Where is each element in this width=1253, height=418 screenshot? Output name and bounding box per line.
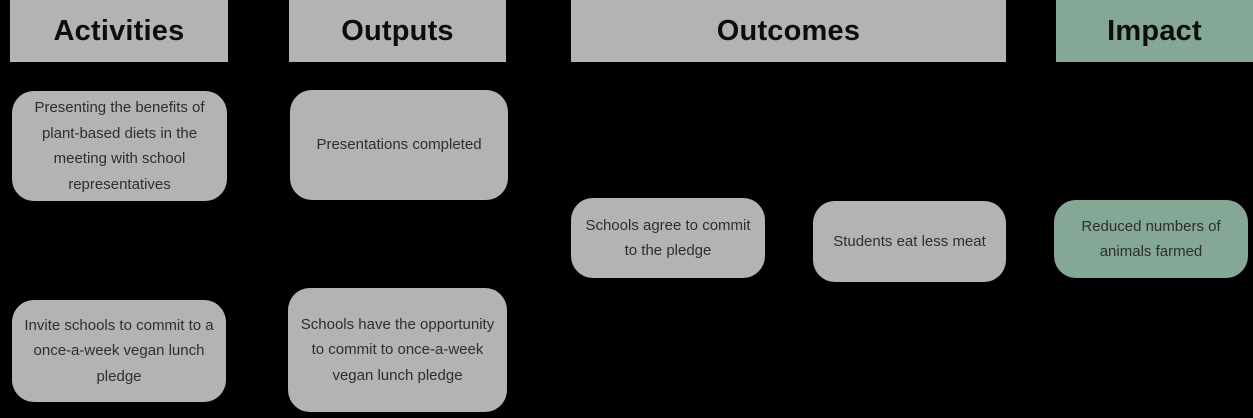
outcome-box-1-text: Schools agree to commit to the pledge: [585, 216, 751, 260]
column-header-outputs: Outputs: [289, 0, 506, 62]
activity-box-2: Invite schools to commit to a once-a-wee…: [12, 300, 226, 402]
activity-box-1: Presenting the benefits of plant-based d…: [12, 91, 227, 201]
impact-box-1-text: Reduced numbers of animals farmed: [1081, 217, 1221, 261]
impact-box-1: Reduced numbers of animals farmed: [1054, 200, 1248, 278]
activity-box-1-text: Presenting the benefits of plant-based d…: [34, 99, 205, 193]
output-box-1-text: Presentations completed: [316, 136, 482, 154]
column-header-activities: Activities: [10, 0, 228, 62]
column-header-impact: Impact: [1056, 0, 1253, 62]
column-header-activities-label: Activities: [53, 14, 185, 47]
column-header-impact-label: Impact: [1107, 14, 1202, 47]
output-box-2-text: Schools have the opportunity to commit t…: [300, 315, 495, 384]
output-box-2: Schools have the opportunity to commit t…: [288, 288, 507, 412]
column-header-outcomes: Outcomes: [571, 0, 1006, 62]
column-header-outcomes-label: Outcomes: [716, 14, 861, 47]
outcome-box-2-text: Students eat less meat: [833, 232, 986, 250]
output-box-1: Presentations completed: [290, 90, 508, 200]
outcome-box-2: Students eat less meat: [813, 201, 1006, 282]
column-header-outputs-label: Outputs: [341, 14, 454, 47]
outcome-box-1: Schools agree to commit to the pledge: [571, 198, 765, 278]
activity-box-2-text: Invite schools to commit to a once-a-wee…: [24, 316, 214, 385]
